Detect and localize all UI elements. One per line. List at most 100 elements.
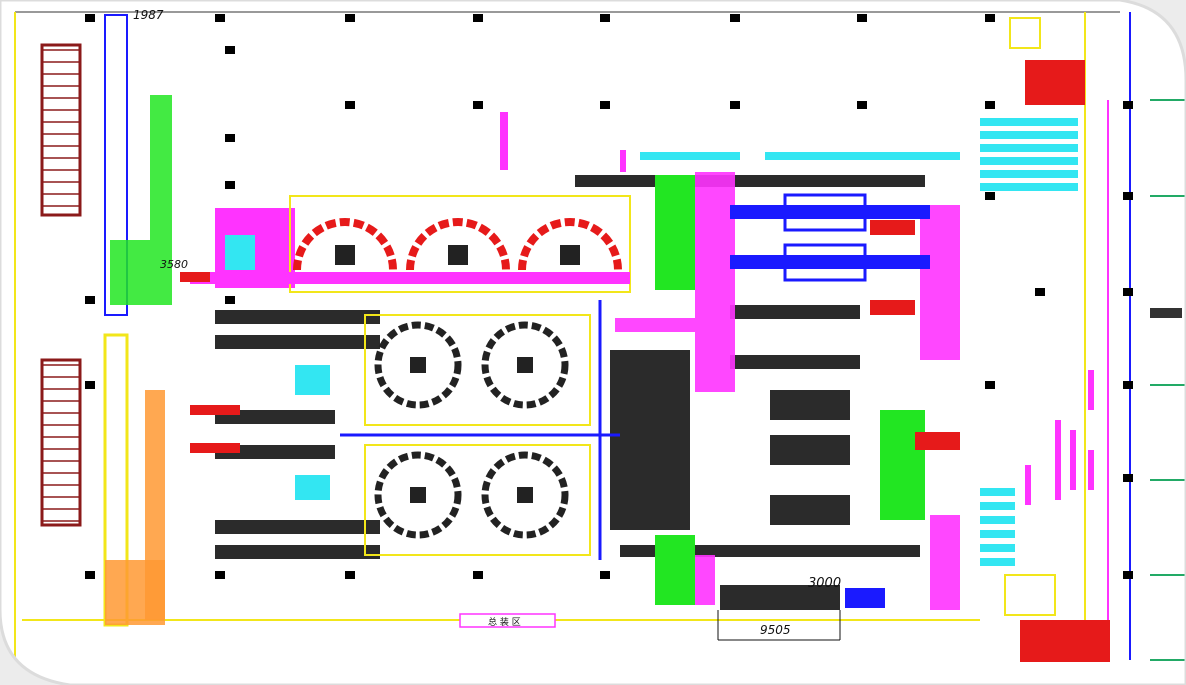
shelf-row [980,530,1015,538]
robot-cell-icon [293,218,622,271]
column-icon [857,101,867,109]
column-icon [1123,192,1133,200]
column-icon [985,192,995,200]
conveyor-banks [215,175,925,610]
column-icon [1035,288,1045,296]
column-icon [473,101,483,109]
magenta-rack-block [695,172,735,392]
robot-ring [481,451,569,539]
rack-rungs [42,49,80,522]
shelf-row [980,502,1015,510]
shelf-row [980,488,1015,496]
shelf-row [980,544,1015,552]
magenta-rack-block [930,515,960,610]
dimension-line-bottom [717,610,841,641]
magenta-rack-block [615,318,695,332]
shelf-row [980,170,1078,178]
shelf-row [980,516,1015,524]
magenta-rack-block [920,205,960,360]
conveyor-bank [770,435,850,465]
cyan-racks [295,152,960,500]
top-conveyor-block [180,195,631,293]
stair-icon [1004,17,1110,662]
robot-ring [374,321,462,409]
dimension-left-mid: 3580 [160,258,188,271]
robot-cell-arc [293,218,397,271]
column-icon [1123,474,1133,482]
column-icon [85,296,95,304]
robot-base [560,245,580,265]
column-icon [1123,381,1133,389]
conveyor-bank [610,350,690,530]
column-icon [1150,308,1182,318]
column-icon [215,571,225,579]
conveyor-bank [575,175,925,187]
shelf-row [980,144,1078,152]
conveyor-bank [215,310,380,324]
conveyor-bank [215,335,380,349]
shelf-row [980,118,1078,126]
robot-base [448,245,468,265]
column-icon [225,134,235,142]
robot-base [517,357,533,373]
shelf-row [980,157,1078,165]
left-feed-lines [103,14,172,627]
robot-base [410,357,426,373]
column-icon [730,14,740,22]
column-icon [1123,288,1133,296]
column-icon [225,296,235,304]
shelf-row [980,183,1078,191]
robot-ring [481,321,569,409]
conveyor-bank [770,390,850,420]
conveyor-bank [730,305,860,319]
column-icon [345,14,355,22]
column-icon [985,101,995,109]
conveyor-bank [770,495,850,525]
column-icon [473,14,483,22]
bottom-label-box [459,613,556,628]
robot-base [410,487,426,503]
conveyor-bank [215,545,380,559]
column-icon [85,571,95,579]
column-icon [345,101,355,109]
right-markers [500,112,1094,505]
dimension-top-left: 1987 [133,8,164,22]
bottom-label: 总 装 区 [488,616,521,628]
column-grid [85,14,1133,579]
red-accents [190,220,960,453]
column-icon [345,571,355,579]
conveyor-bank [215,520,380,534]
column-icon [600,101,610,109]
robot-base [517,487,533,503]
column-icon [600,14,610,22]
column-icon [85,14,95,22]
column-icon [1123,101,1133,109]
column-icon [985,14,995,22]
conveyor-bank [730,355,860,369]
column-icon [985,381,995,389]
green-stations [655,175,925,605]
rack-icon [40,43,82,527]
robot-cell-arc [518,218,622,271]
column-icon [730,101,740,109]
conveyor-bank [215,445,335,459]
column-icon [473,571,483,579]
column-icon [85,381,95,389]
robot-base [335,245,355,265]
column-icon [1123,571,1133,579]
conveyor-bank [720,585,840,610]
column-icon [225,46,235,54]
blue-lines [730,193,930,608]
shelf-racks [980,118,1078,566]
column-icon [215,14,225,22]
robot-ring [374,451,462,539]
shelf-row [980,558,1015,566]
work-zones [340,300,620,560]
column-icon [600,571,610,579]
column-icon [225,181,235,189]
column-icon [857,14,867,22]
